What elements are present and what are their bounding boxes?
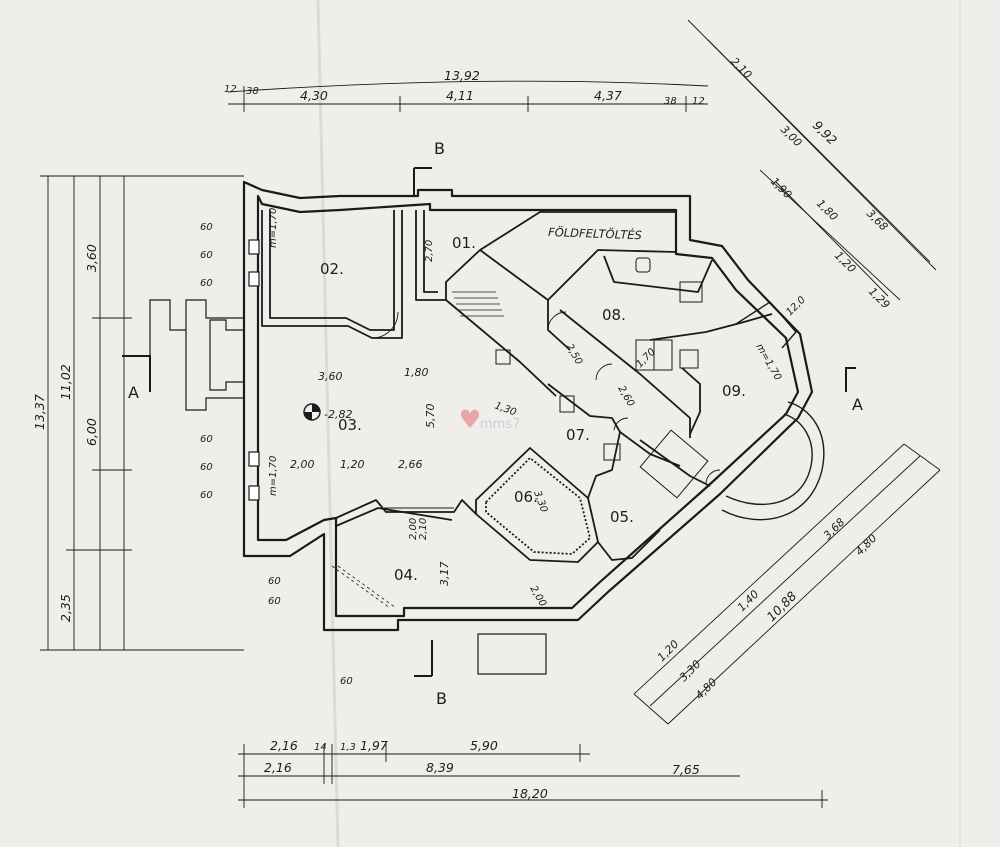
dim-left-seg-2: 6,00 [84, 418, 99, 446]
interior-walls [261, 210, 773, 563]
dim-right-lower-3: 3,68 [821, 516, 848, 543]
fill-note: FÖLDFELTÖLTÉS [548, 223, 642, 242]
dim-int-7: 3,17 [438, 562, 451, 587]
dim-bottom-r1-5: 5,90 [470, 738, 498, 753]
dimension-labels: 13,92 4,30 4,11 4,37 12 38 38 12 13,37 1… [32, 55, 892, 801]
level-marker [303, 403, 321, 421]
dim-left-seg-3: 2,35 [58, 594, 73, 622]
section-b-bottom: B [436, 689, 447, 708]
dim-top-small-3: 38 [664, 96, 677, 107]
win-mark-5: 60 [200, 462, 213, 473]
dim-top-small-4: 12 [692, 96, 705, 107]
room-02-label: 02. [320, 260, 344, 278]
section-a-right: A [852, 395, 863, 414]
dim-top-total: 13,92 [444, 68, 480, 83]
dim-bottom-r1-3: 1,3 [340, 742, 356, 753]
dim-int-13: 1,30 [493, 400, 518, 418]
dim-right-upper-2: 3,00 [778, 123, 805, 150]
dim-left-total: 13,37 [32, 394, 47, 430]
dim-right-upper-3: 1,90 [768, 175, 795, 202]
win-mark-7: 60 [268, 576, 281, 587]
dim-right-upper-1: 2,10 [728, 55, 755, 82]
room-07-label: 07. [566, 426, 590, 444]
dim-int-6: 5,70 [424, 404, 437, 429]
room-09-label: 09. [722, 382, 746, 400]
bottom-step [477, 633, 547, 675]
dim-left-seg-1: 3,60 [84, 244, 99, 272]
dim-bottom-r2-2: 8,39 [426, 760, 454, 775]
dim-left-inner: 11,02 [58, 364, 73, 400]
dim-bottom-r1-2: 14 [314, 742, 327, 753]
left-windows [248, 239, 260, 501]
dim-top-seg-3: 4,37 [594, 88, 622, 103]
section-a-left: A [128, 383, 139, 402]
dim-int-9: 2,10 [418, 518, 429, 540]
win-mark-2: 60 [200, 250, 213, 261]
room-labels: 01. 02. 03. 04. 05. 06. 07. 08. 09. [320, 234, 746, 584]
dim-bottom-total: 18,20 [512, 786, 548, 801]
dim-int-15: 2,00 [527, 584, 548, 609]
dim-int-11: 2,50 [563, 342, 584, 367]
dim-right-lower-2: 1,40 [735, 588, 762, 615]
exterior-walls [242, 180, 814, 632]
dim-right-upper-6: 1,20 [832, 249, 859, 276]
win-mark-3: 60 [200, 278, 213, 289]
win-mark-9: 60 [340, 676, 353, 687]
dim-right-lower-5: 3,30 [677, 658, 704, 685]
bay-terrace [721, 301, 825, 521]
room-06-label: 06. [514, 488, 538, 506]
win-mark-4: 60 [200, 434, 213, 445]
room-08-label: 08. [602, 306, 626, 324]
win-mark-1: 60 [200, 222, 213, 233]
dim-int-2: 1,80 [404, 366, 429, 379]
dim-int-10: 2,70 [424, 240, 435, 262]
dim-right-upper-4: 1,80 [814, 197, 841, 224]
room-03-label: 03. [338, 416, 362, 434]
window-marks: 60 60 60 60 60 60 60 60 60 m=1,70 m=1,70… [200, 208, 808, 687]
dim-top-small-2: 38 [246, 86, 259, 97]
section-b-top: B [434, 139, 445, 158]
dim-right-upper-total: 9,92 [810, 118, 840, 148]
win-mark-8: 60 [268, 596, 281, 607]
dim-right-lower-4: 4,80 [853, 532, 880, 559]
dim-right-lower-1: 1,20 [655, 638, 682, 665]
watermark-text: mms7 [480, 417, 520, 432]
dim-top-seg-1: 4,30 [300, 88, 328, 103]
dim-int-1: 3,60 [318, 370, 343, 383]
dim-bottom-r1-4: 1,97 [360, 738, 388, 753]
room-05-label: 05. [610, 508, 634, 526]
dim-int-4: 1,20 [340, 458, 365, 471]
win-mark-13: 12,0 [784, 295, 808, 319]
sanitary-fixtures [495, 257, 709, 499]
room-04-label: 04. [394, 566, 418, 584]
win-mark-6: 60 [200, 490, 213, 501]
dim-bottom-r2-1: 2,16 [264, 760, 292, 775]
level-note: -2,82 [324, 408, 352, 421]
win-mark-11: m=1,70 [268, 456, 279, 496]
dim-int-3: 2,00 [290, 458, 315, 471]
dimension-lines [40, 19, 941, 808]
dim-top-seg-2: 4,11 [446, 88, 474, 103]
door-swings [371, 311, 721, 509]
entry-steps [149, 299, 244, 411]
dim-int-8: 2,00 [408, 518, 419, 540]
room-01-label: 01. [452, 234, 476, 252]
dim-int-5: 2,66 [398, 458, 423, 471]
win-mark-12: m=1,70 [753, 342, 783, 382]
dim-right-upper-5: 3,68 [864, 207, 891, 234]
win-mark-10: m=1,70 [268, 208, 279, 248]
section-lines [122, 167, 856, 677]
dim-bottom-r1-1: 2,16 [270, 738, 298, 753]
staircase [331, 291, 504, 609]
dim-bottom-r2-3: 7,65 [672, 762, 700, 777]
dim-top-small-1: 12 [224, 84, 237, 95]
dim-int-12: 2,60 [615, 384, 636, 409]
watermark: mms7 [461, 409, 520, 432]
